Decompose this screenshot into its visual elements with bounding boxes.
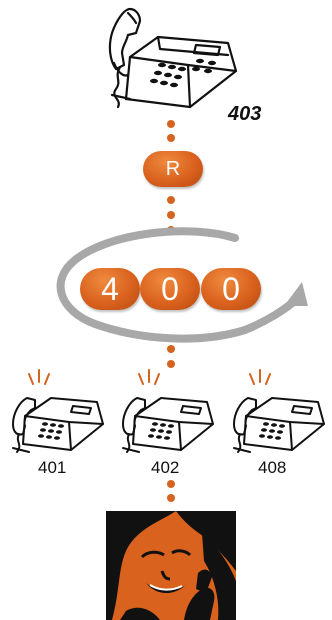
connector-dot	[167, 134, 175, 142]
connector-dot	[167, 480, 175, 488]
connector-dot	[167, 345, 175, 353]
target-extension-label: 401	[38, 458, 67, 477]
ringing-phone-icon	[122, 369, 214, 453]
ringing-phone-icon	[12, 369, 104, 453]
dialed-digit: 4	[101, 270, 119, 307]
dialed-digit-pill: 0	[140, 268, 200, 310]
dialed-digit: 0	[161, 270, 179, 307]
dialed-digit-pill: 0	[201, 268, 261, 310]
connector-dot	[167, 360, 175, 368]
dialed-digit-pill: 4	[80, 268, 140, 310]
connector-dot	[167, 120, 175, 128]
connector-dot	[167, 494, 175, 502]
ringing-phone-icon	[233, 369, 325, 453]
cycle-arrow-icon	[56, 227, 308, 343]
recall-button-label: R	[165, 157, 181, 180]
caller-phone-icon	[108, 7, 238, 109]
dialed-digit: 0	[222, 270, 240, 307]
target-extension-label: 402	[151, 458, 180, 477]
connector-dot	[167, 196, 175, 204]
target-extension-label: 408	[258, 458, 287, 477]
caller-extension-label: 403	[228, 103, 262, 125]
recall-button[interactable]: R	[143, 151, 203, 187]
person-on-phone-photo	[106, 511, 236, 620]
connector-dot	[167, 211, 175, 219]
